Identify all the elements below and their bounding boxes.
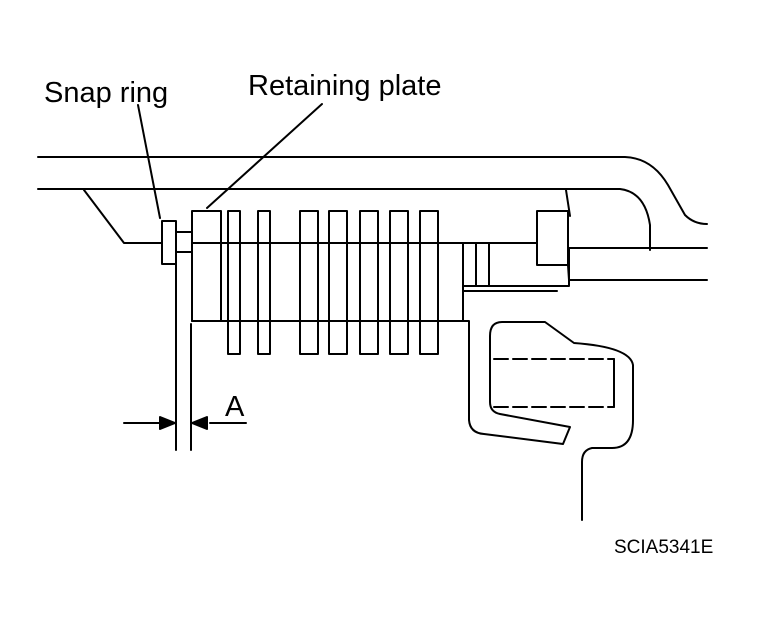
snap-ring-label: Snap ring — [44, 77, 169, 109]
retaining-plate — [191, 210, 222, 322]
piston — [536, 210, 570, 281]
clutch-plates — [227, 210, 439, 355]
clearance-a-label: A — [225, 391, 245, 423]
clutch-drum-housing — [37, 156, 708, 281]
leader-lines — [137, 103, 323, 219]
retaining-plate-label: Retaining plate — [248, 70, 442, 102]
dish-plate — [462, 242, 570, 322]
figure-code-label: SCIA5341E — [614, 537, 714, 558]
spring-retainer — [462, 320, 634, 521]
clutch-hub — [191, 242, 538, 322]
snap-ring — [161, 220, 193, 265]
clearance-a-dimension — [123, 260, 247, 451]
